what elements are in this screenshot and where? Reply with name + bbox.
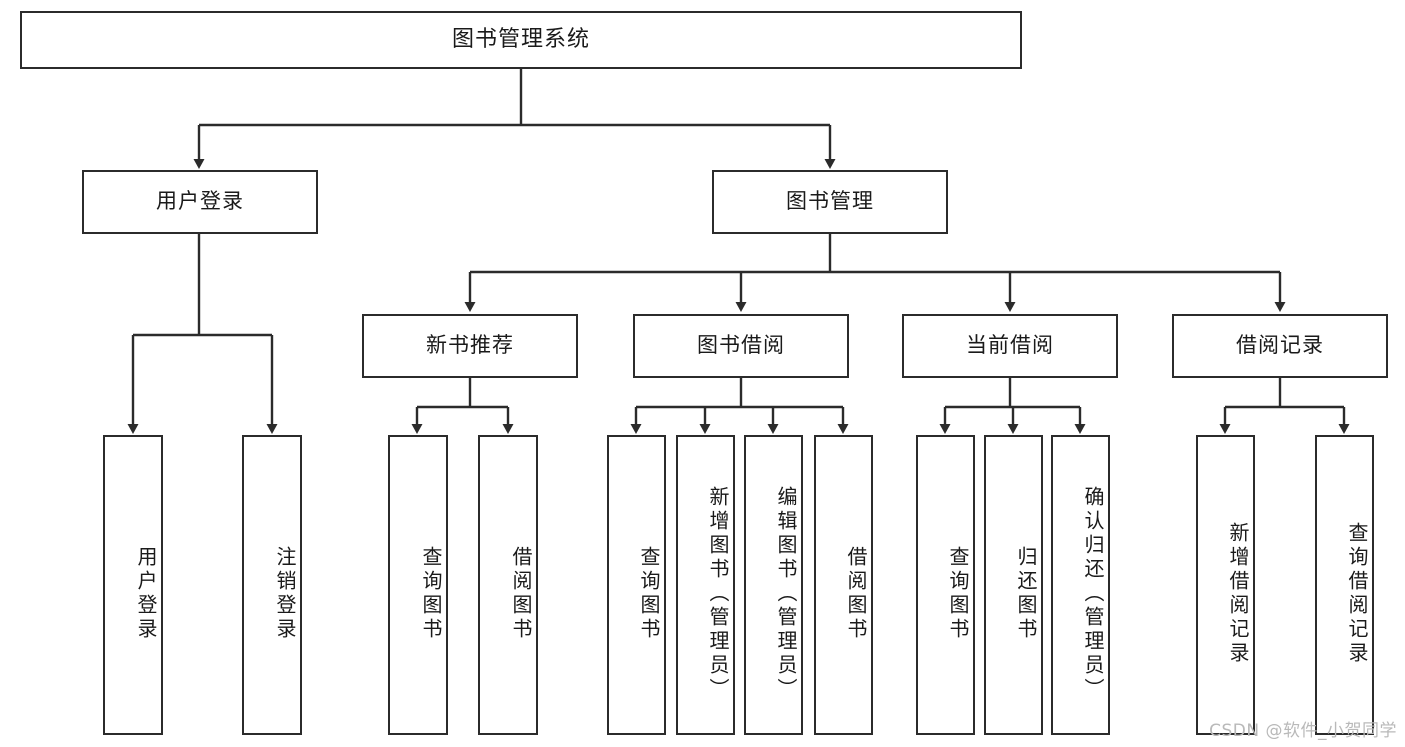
leaf-current-borrow-confirm-return-admin[interactable]: 确认归还（管理员） [1051,435,1110,735]
leaf-book-borrow-add-book-admin[interactable]: 新增图书（管理员） [676,435,735,735]
node-new-book-recommend[interactable]: 新书推荐 [362,314,578,378]
node-borrow-record[interactable]: 借阅记录 [1172,314,1388,378]
leaf-book-borrow-borrow-book[interactable]: 借阅图书 [814,435,873,735]
leaf-user-login-login[interactable]: 用户登录 [103,435,163,735]
leaf-borrow-record-query-record[interactable]: 查询借阅记录 [1315,435,1374,735]
leaf-book-borrow-query-book[interactable]: 查询图书 [607,435,666,735]
node-book-management[interactable]: 图书管理 [712,170,948,234]
leaf-current-borrow-query-book[interactable]: 查询图书 [916,435,975,735]
leaf-book-borrow-edit-book-admin[interactable]: 编辑图书（管理员） [744,435,803,735]
node-root-system[interactable]: 图书管理系统 [20,11,1022,69]
leaf-user-login-logout[interactable]: 注销登录 [242,435,302,735]
leaf-new-book-query-book[interactable]: 查询图书 [388,435,448,735]
node-user-login[interactable]: 用户登录 [82,170,318,234]
leaf-current-borrow-return-book[interactable]: 归还图书 [984,435,1043,735]
node-current-borrow[interactable]: 当前借阅 [902,314,1118,378]
node-book-borrow[interactable]: 图书借阅 [633,314,849,378]
leaf-new-book-borrow-book[interactable]: 借阅图书 [478,435,538,735]
leaf-borrow-record-add-record[interactable]: 新增借阅记录 [1196,435,1255,735]
